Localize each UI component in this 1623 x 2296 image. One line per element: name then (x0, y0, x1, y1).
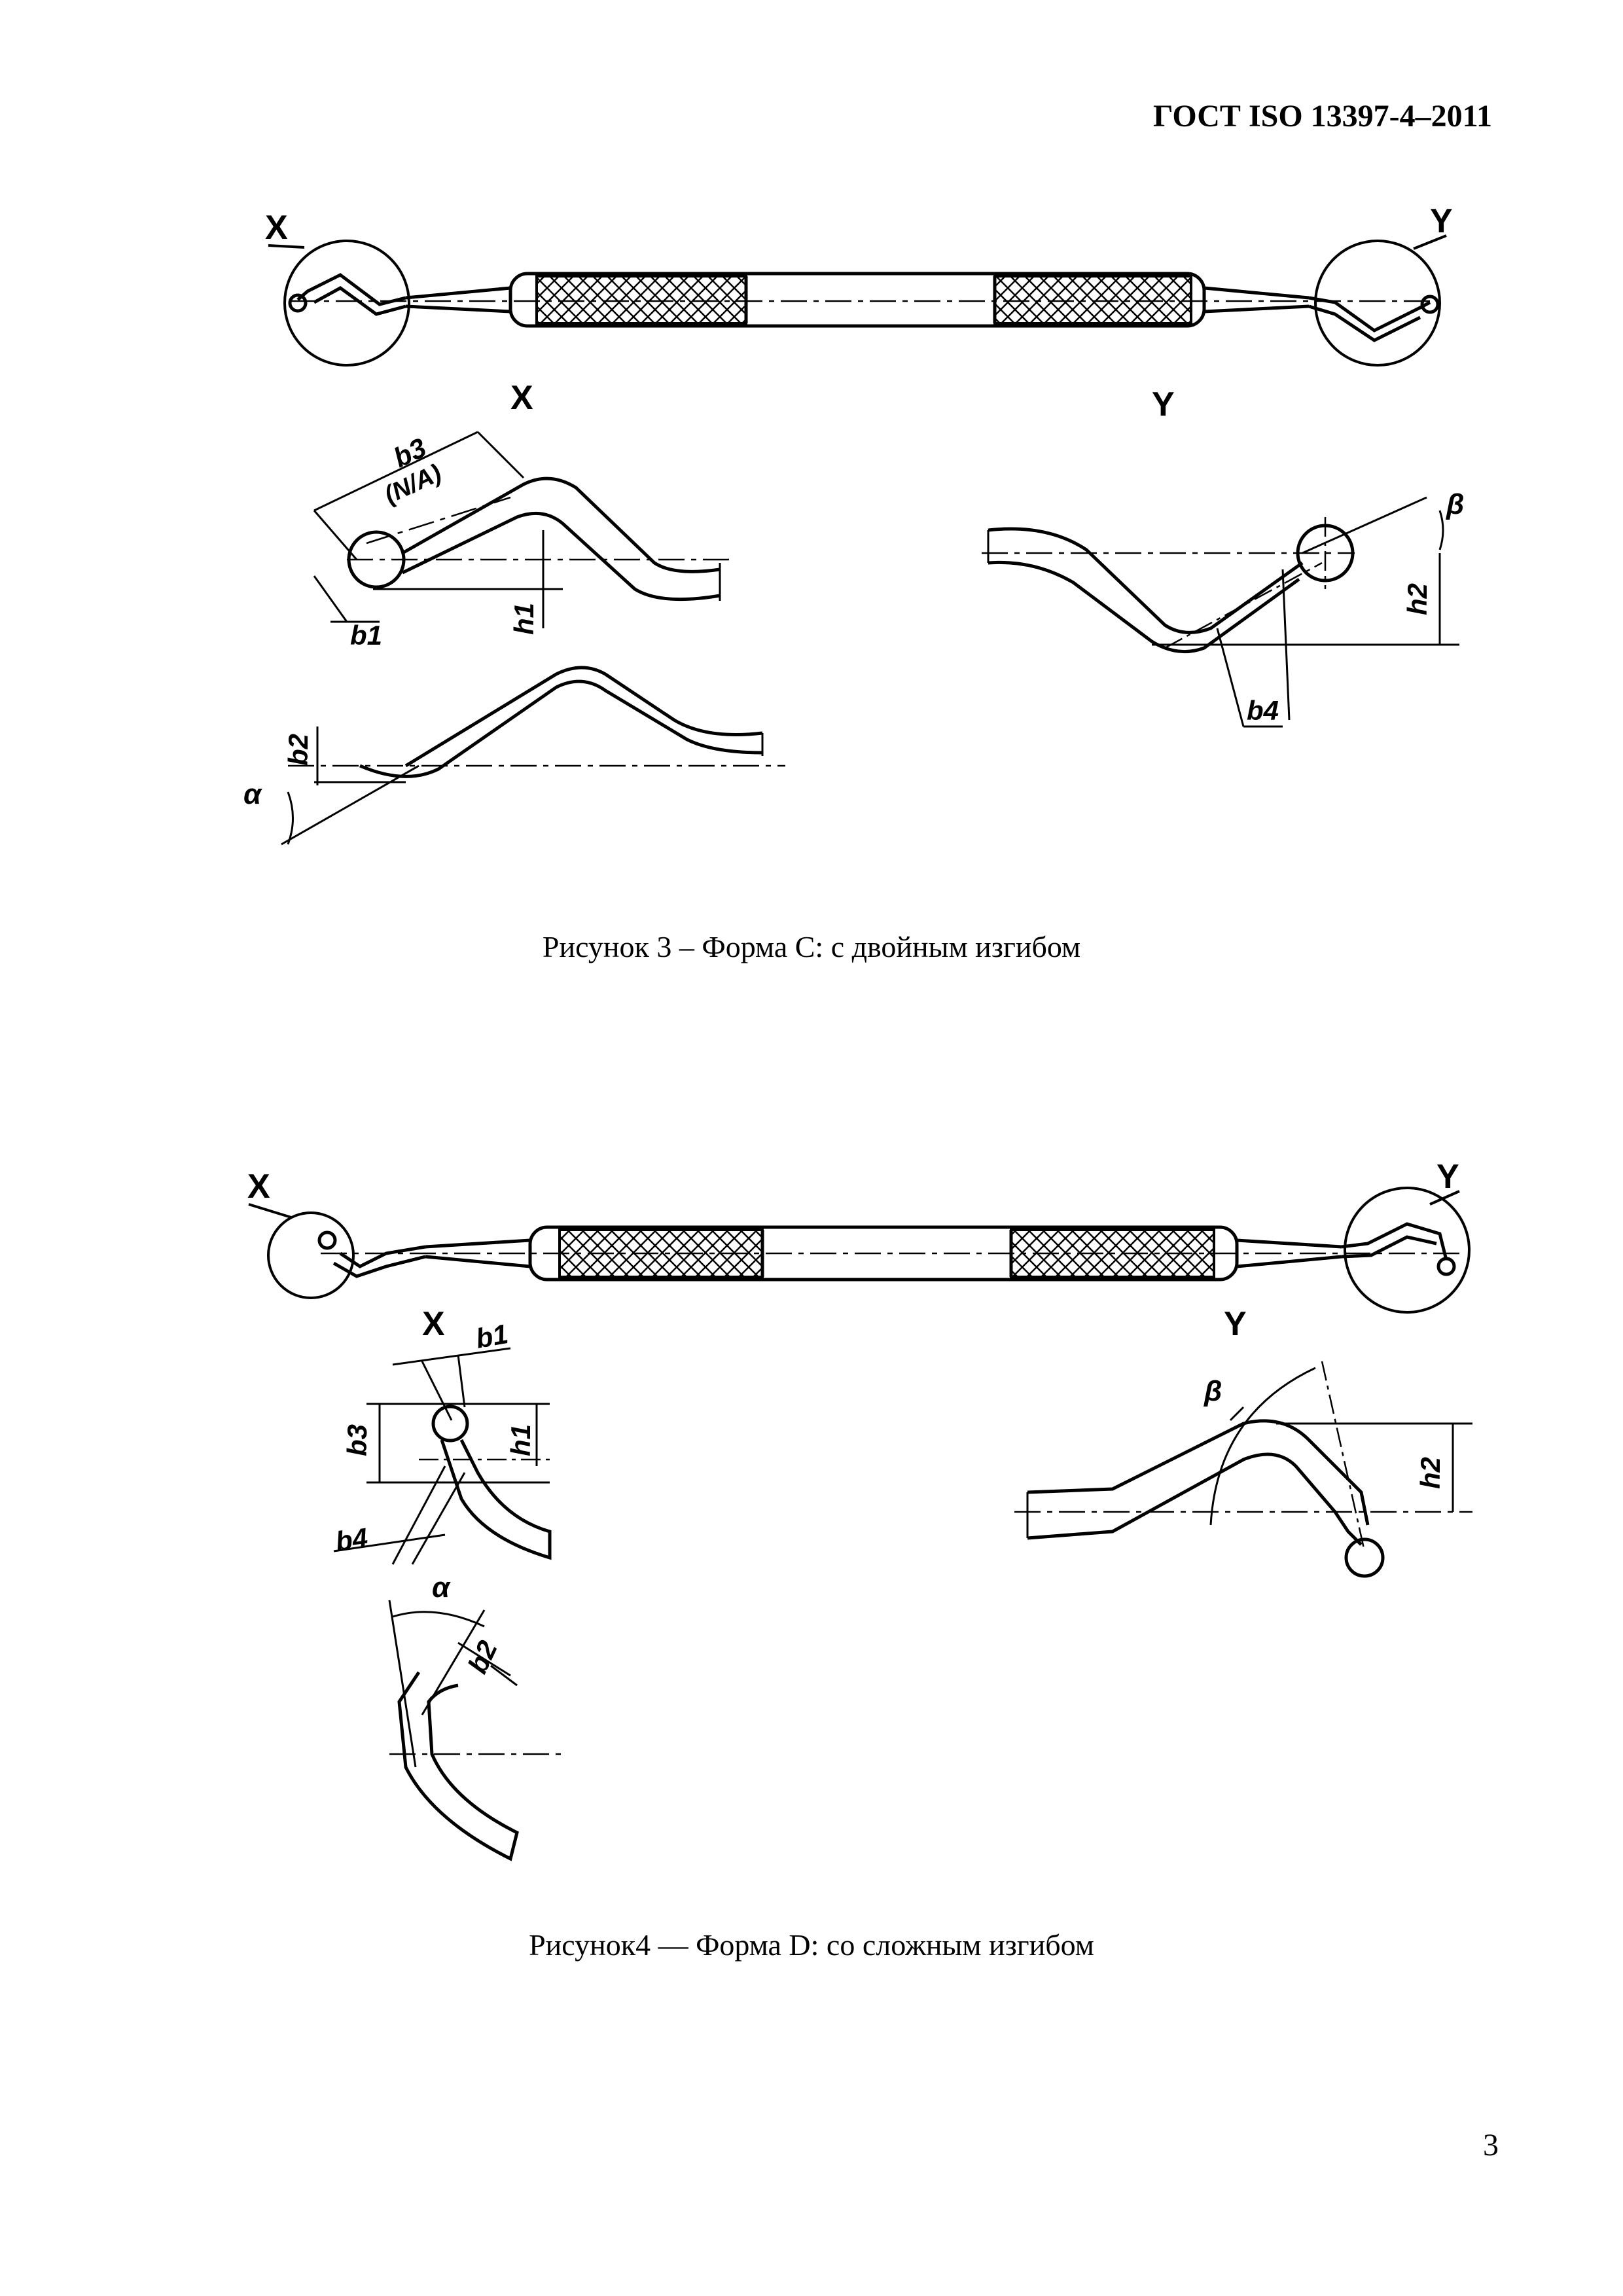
figure3-label-b4: b4 (1247, 695, 1279, 726)
figure4-label-h1: h1 (505, 1424, 536, 1456)
figure4-x-marker: X (247, 1168, 270, 1206)
figure3-y-marker: Y (1430, 202, 1453, 240)
figure3-knurl-left (535, 275, 747, 325)
figure4-label-b3: b3 (342, 1424, 372, 1456)
figure3-detail-x-bottom (281, 666, 785, 846)
figure3-caption: Рисунок 3 – Форма С: с двойным изгибом (542, 930, 1081, 963)
figure4-label-alpha: α (432, 1571, 451, 1604)
figure4-x-detail-label: X (422, 1305, 445, 1343)
figure3-detail-y (982, 496, 1459, 728)
figure3-label-alpha: α (243, 778, 262, 810)
figure3-instrument (268, 234, 1447, 367)
figure3-label-b1: b1 (350, 620, 382, 651)
figure4-detail-x-bottom (388, 1600, 563, 1861)
figure4-caption: Рисунок4 — Форма D: со сложным изгибом (529, 1928, 1094, 1962)
document-header: ГОСТ ISO 13397-4–2011 (1153, 99, 1492, 134)
figure3-label-h2: h2 (1402, 583, 1433, 615)
figure4-instrument (248, 1187, 1471, 1314)
figure4-detail-y (1014, 1361, 1472, 1578)
figure3-y-detail-label: Y (1152, 386, 1175, 423)
figure3-label-beta: β (1446, 488, 1464, 520)
figure3-x-marker: X (265, 209, 288, 247)
figure4-label-h2: h2 (1415, 1457, 1446, 1489)
figure3-label-h1: h1 (508, 603, 539, 635)
figure4-detail-x-top (333, 1347, 552, 1565)
figure4-y-detail-label: Y (1224, 1305, 1247, 1343)
page-number: 3 (1483, 2128, 1499, 2162)
figure4-label-b1: b1 (473, 1318, 510, 1354)
figure4-label-beta: β (1204, 1375, 1222, 1407)
figure4-y-marker: Y (1436, 1158, 1459, 1196)
figure4-label-b4: b4 (334, 1522, 370, 1557)
figure3-detail-x-top (313, 431, 733, 628)
figure3-x-detail-label: X (510, 379, 533, 417)
figure3-label-b2: b2 (283, 734, 313, 766)
figure4-label-b2: b2 (462, 1636, 503, 1678)
figure3-knurl-right (993, 275, 1192, 325)
